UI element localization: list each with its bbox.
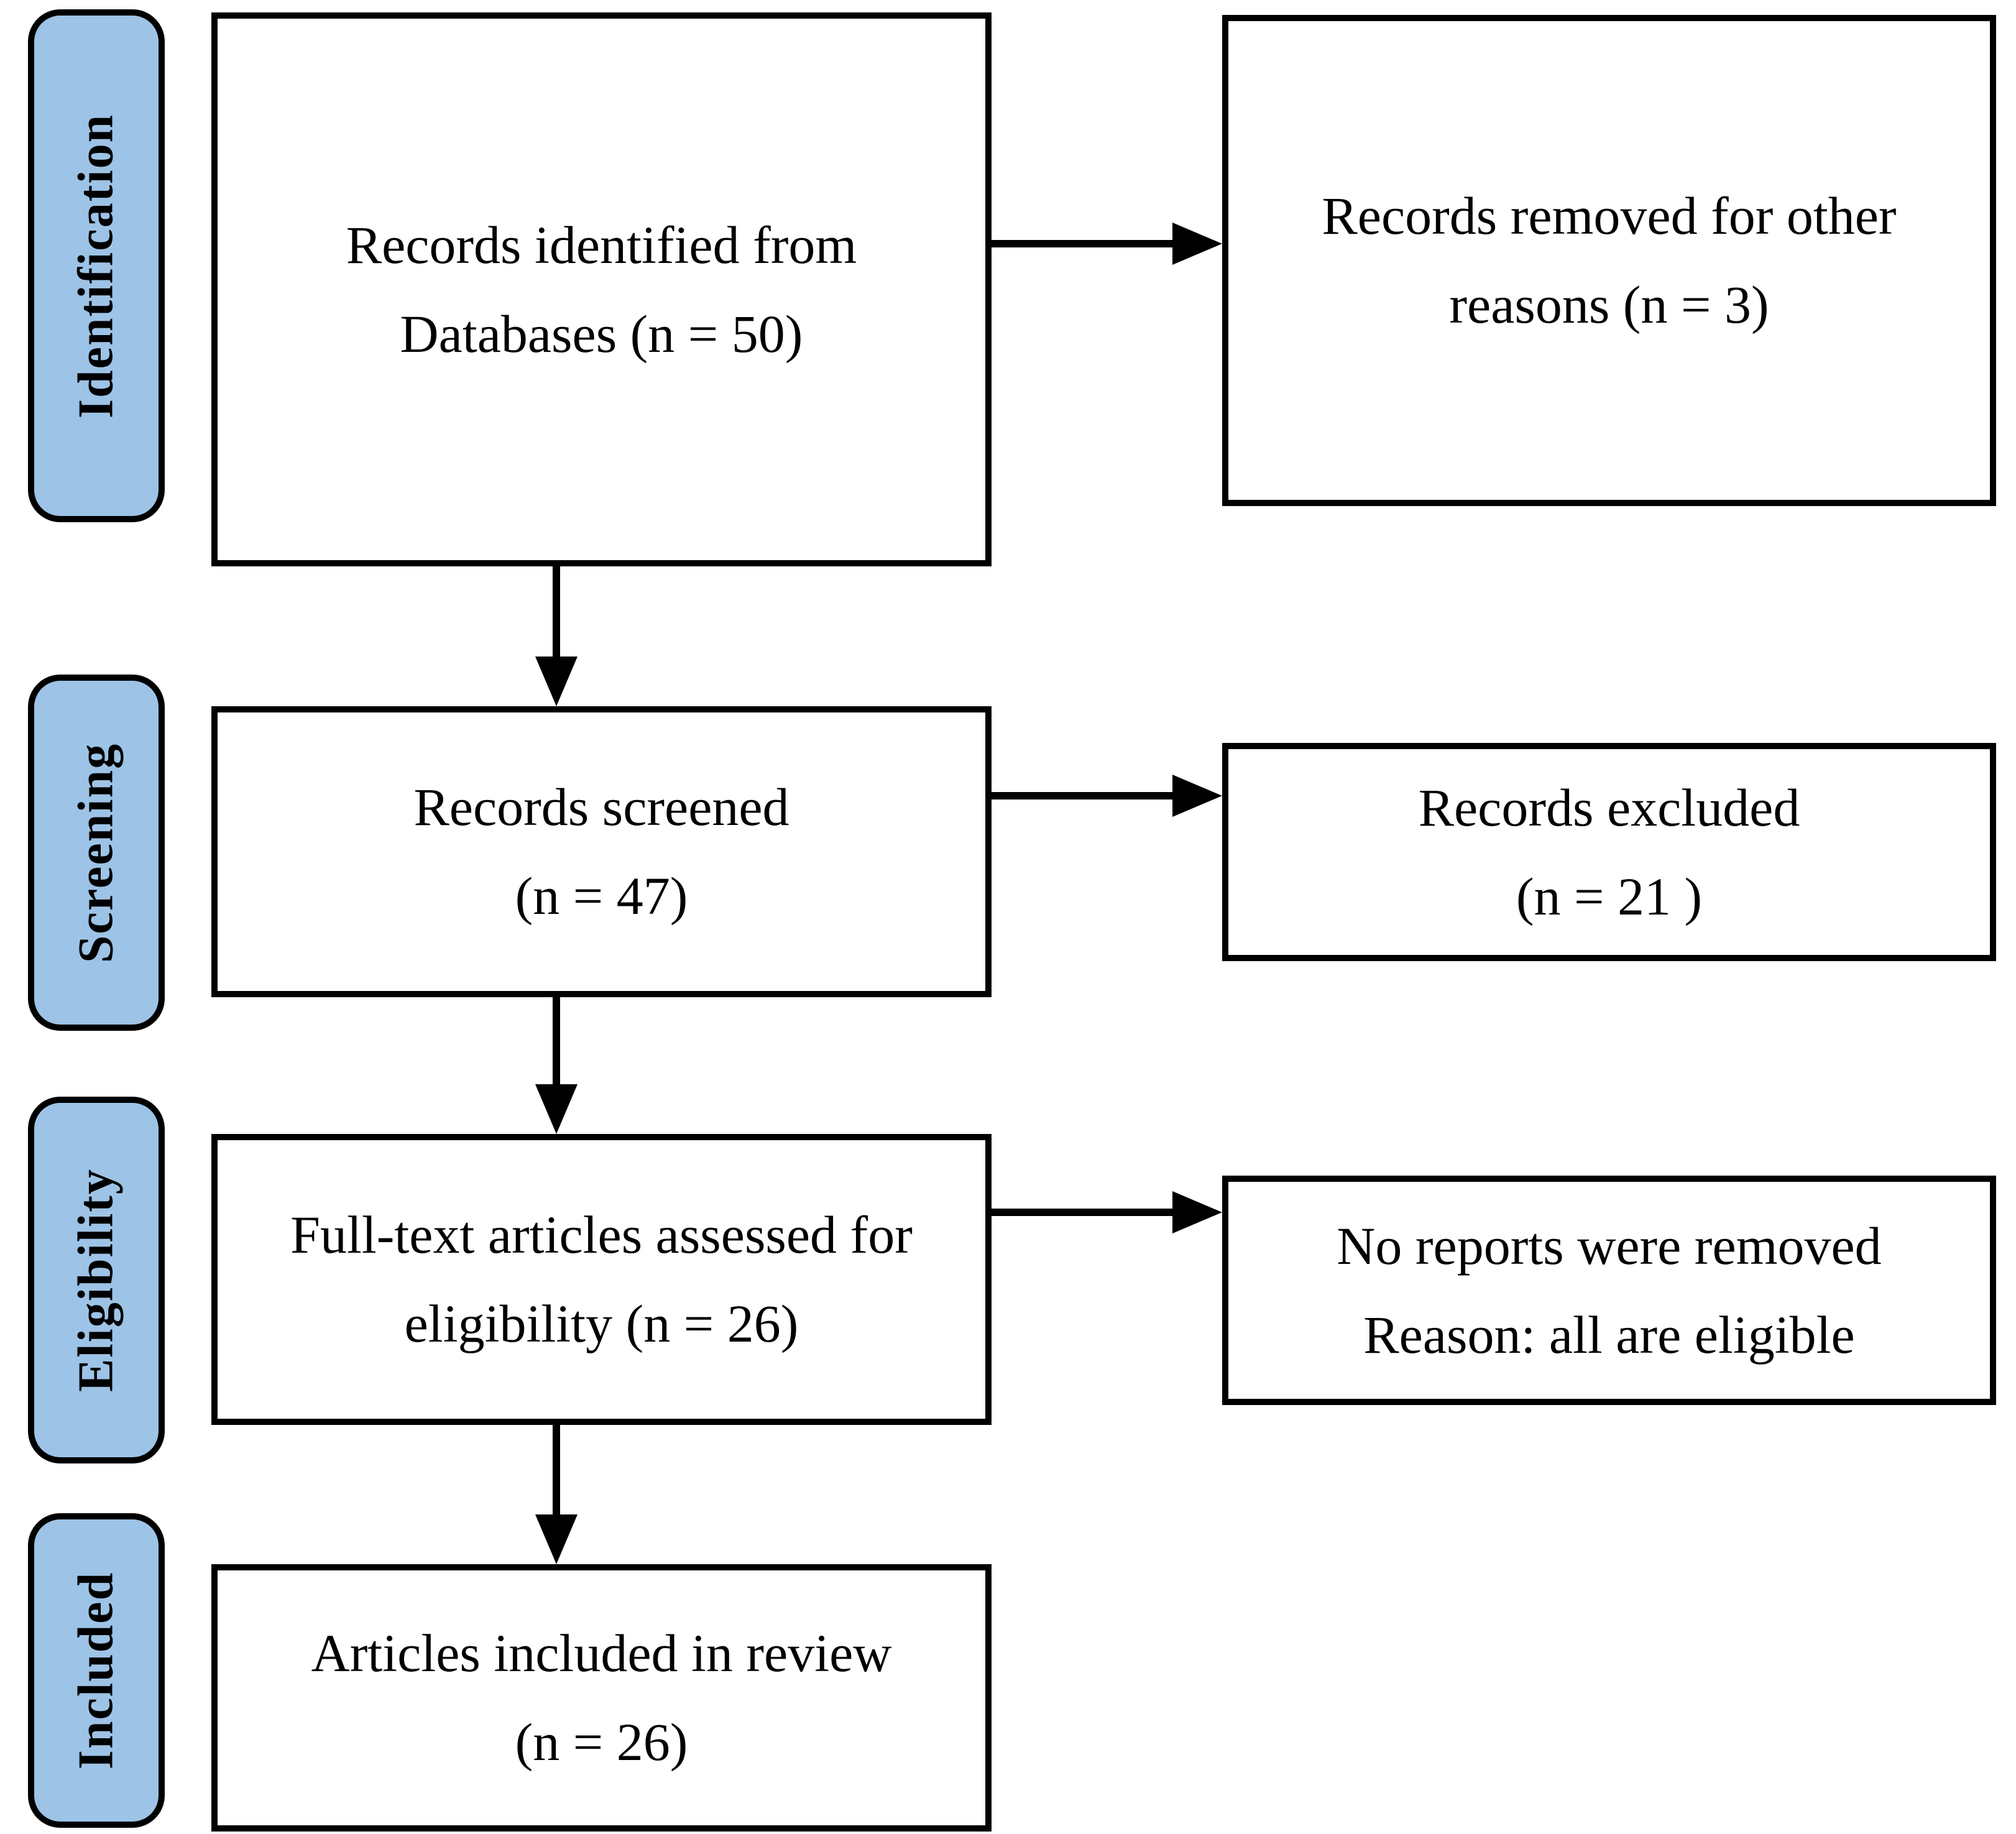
box-fulltext-assessed-line2: eligibility (n = 26) bbox=[404, 1294, 799, 1353]
arrow-fulltext-to-noreports-head bbox=[1172, 1191, 1222, 1233]
box-no-reports-removed-line2: Reason: all are eligible bbox=[1363, 1304, 1855, 1365]
arrow-identified-to-removed-head bbox=[1172, 223, 1222, 265]
stage-eligibility: Eligibility bbox=[28, 1097, 165, 1463]
arrow-fulltext-to-included-line bbox=[553, 1425, 560, 1514]
arrow-fulltext-to-included-head bbox=[535, 1514, 578, 1564]
stage-eligibility-label: Eligibility bbox=[68, 1168, 124, 1392]
arrow-screened-to-excluded-head bbox=[1172, 775, 1222, 817]
box-records-identified-line1: Records identified from bbox=[346, 214, 857, 275]
box-records-removed-line2: reasons (n = 3) bbox=[1449, 275, 1769, 334]
box-articles-included: Articles included in review (n = 26) bbox=[211, 1564, 992, 1832]
stage-screening-label: Screening bbox=[68, 742, 124, 963]
box-records-identified: Records identified from Databases (n = 5… bbox=[211, 12, 992, 566]
box-records-excluded-line1: Records excluded bbox=[1418, 777, 1800, 837]
box-records-excluded: Records excluded (n = 21 ) bbox=[1222, 743, 1996, 961]
box-records-screened: Records screened (n = 47) bbox=[211, 706, 992, 997]
box-records-removed-line1: Records removed for other bbox=[1322, 186, 1897, 246]
stage-included-label: Included bbox=[68, 1571, 124, 1770]
arrow-identified-to-screened-line bbox=[553, 566, 560, 657]
stage-identification: Identification bbox=[28, 9, 165, 522]
box-no-reports-removed-line1: No reports were removed bbox=[1337, 1215, 1882, 1276]
box-records-screened-line2: (n = 47) bbox=[515, 866, 688, 926]
box-no-reports-removed: No reports were removed Reason: all are … bbox=[1222, 1176, 1996, 1405]
stage-included: Included bbox=[28, 1513, 165, 1828]
arrow-identified-to-removed-line bbox=[992, 240, 1172, 247]
arrow-fulltext-to-noreports-line bbox=[992, 1209, 1172, 1216]
stage-screening: Screening bbox=[28, 675, 165, 1031]
box-records-excluded-line2: (n = 21 ) bbox=[1516, 866, 1703, 926]
arrow-screened-to-excluded-line bbox=[992, 792, 1172, 799]
box-records-identified-line2: Databases (n = 50) bbox=[400, 303, 803, 364]
box-fulltext-assessed-line1: Full-text articles assessed for bbox=[290, 1205, 913, 1265]
box-fulltext-assessed: Full-text articles assessed for eligibil… bbox=[211, 1134, 992, 1425]
box-articles-included-line2: (n = 26) bbox=[515, 1712, 688, 1772]
stage-identification-label: Identification bbox=[68, 113, 124, 418]
box-records-removed: Records removed for other reasons (n = 3… bbox=[1222, 15, 1996, 506]
arrow-identified-to-screened-head bbox=[535, 657, 578, 706]
arrow-screened-to-fulltext-head bbox=[535, 1084, 578, 1134]
arrow-screened-to-fulltext-line bbox=[553, 997, 560, 1084]
box-records-screened-line1: Records screened bbox=[413, 777, 789, 837]
box-articles-included-line1: Articles included in review bbox=[311, 1623, 892, 1684]
